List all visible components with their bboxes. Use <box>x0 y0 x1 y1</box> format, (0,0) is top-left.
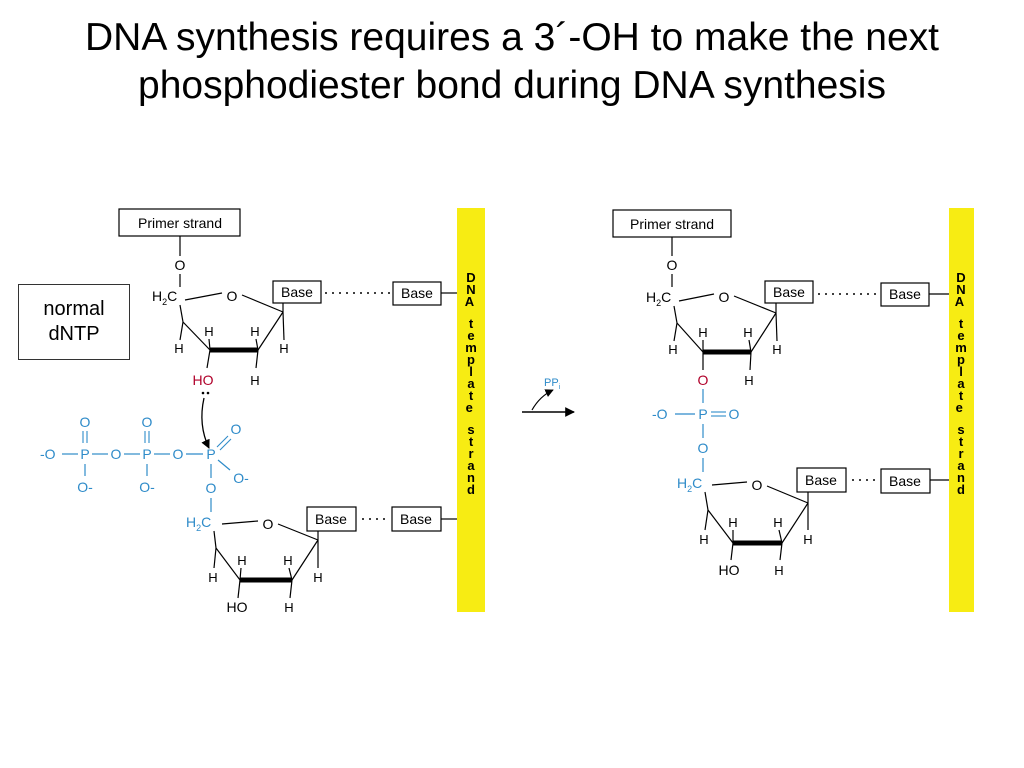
atom-h-7-right: H <box>728 515 737 530</box>
atom-h-7-left: H <box>237 553 246 568</box>
atom-h-5-left: H <box>250 373 259 388</box>
template-base-box-lower-right <box>880 468 931 494</box>
template-base-label-upper-right: Base <box>889 286 921 302</box>
nucleophilic-attack-arrow <box>201 397 210 449</box>
template-base-box-lower-left <box>391 506 442 532</box>
alpha-bridge-o: O <box>206 480 217 496</box>
pyrophosphate-label: PPi <box>544 377 561 391</box>
incoming-triphosphate: -O P O P O P O O O- O- O <box>40 414 249 533</box>
phosphate-alpha: P <box>206 446 215 462</box>
primer-strand-label-left: Primer strand <box>138 215 222 231</box>
template-strand-bar-left <box>457 208 485 612</box>
atom-h-5-right: H <box>744 373 753 388</box>
atom-h-8-left: H <box>283 553 292 568</box>
atom-h-6-right: H <box>699 532 708 547</box>
callout-line-2: dNTP <box>48 323 100 345</box>
alpha-oxo: O <box>231 421 242 437</box>
bridge-o-2: O <box>173 446 184 462</box>
phosphate-right: P <box>698 406 707 422</box>
three-prime-hydroxyl-right: HO <box>719 562 740 578</box>
atom-h-8-right: H <box>773 515 782 530</box>
atom-h-9-right: H <box>803 532 812 547</box>
beta-o-minus: O- <box>139 479 155 495</box>
three-prime-hydroxyl-lower-left: HO <box>227 599 248 615</box>
template-base-label-lower-left: Base <box>400 511 432 527</box>
atom-h-2-right: H <box>698 325 707 340</box>
h2c-label-upper-left: H2C <box>152 288 177 307</box>
title-line-1: DNA synthesis requires a 3´-OH to make t… <box>84 16 940 59</box>
atom-h-1-left: H <box>174 341 183 356</box>
phosphate-gamma: P <box>80 446 89 462</box>
h2c-label-lower-right: H2C <box>677 475 702 494</box>
alpha-o-minus: O- <box>233 470 249 486</box>
h2c-label-upper-right: H2C <box>646 289 671 308</box>
beta-oxo: O <box>142 414 153 430</box>
base-box-upper-left <box>272 280 322 304</box>
phosphate-beta: P <box>142 446 151 462</box>
phosphate-oxo-right: O <box>729 406 740 422</box>
atom-h-10-right: H <box>774 563 783 578</box>
template-strand-bar-right <box>949 208 974 612</box>
base-label-upper-left: Base <box>281 284 313 300</box>
base-label-upper-right: Base <box>773 284 805 300</box>
phosphate-o-minus-right: -O <box>652 406 668 422</box>
new-phosphodiester-bond: -O P O O H2C <box>652 389 740 494</box>
template-base-label-upper-left: Base <box>401 285 433 301</box>
atom-h-2-left: H <box>204 324 213 339</box>
bridging-oxygen-right: O <box>698 372 709 388</box>
ring-oxygen-lower-left: O <box>263 516 274 532</box>
ring-oxygen-upper-right: O <box>719 289 730 305</box>
ring-oxygen-upper-left: O <box>227 288 238 304</box>
terminal-o-minus: -O <box>40 446 56 462</box>
normal-dntp-callout: normal dNTP <box>18 284 130 360</box>
title-line-2: phosphodiester bond during DNA synthesis <box>138 64 886 107</box>
atom-h-4-left: H <box>279 341 288 356</box>
base-label-lower-right: Base <box>805 472 837 488</box>
atom-h-3-right: H <box>743 325 752 340</box>
ring-oxygen-lower-right: O <box>752 477 763 493</box>
phosphate-bridge-o-right: O <box>698 440 709 456</box>
base-box-lower-left <box>306 506 357 532</box>
primer-strand-label-right: Primer strand <box>630 216 714 232</box>
atom-o-primer-left: O <box>175 257 186 273</box>
gamma-o-minus: O- <box>77 479 93 495</box>
atom-h-3-left: H <box>250 324 259 339</box>
atom-h-4-right: H <box>772 342 781 357</box>
base-box-lower-right <box>796 467 847 493</box>
reaction-arrow-group: PPi <box>522 377 575 417</box>
template-base-label-lower-right: Base <box>889 473 921 489</box>
base-label-lower-left: Base <box>315 511 347 527</box>
base-box-upper-right <box>764 280 814 304</box>
atom-h-6-left: H <box>208 570 217 585</box>
atom-h-10-left: H <box>284 600 293 615</box>
atom-o-primer-right: O <box>667 257 678 273</box>
atom-h-1-right: H <box>668 342 677 357</box>
three-prime-hydroxyl-left: HO <box>193 372 214 388</box>
slide-title: DNA synthesis requires a 3´-OH to make t… <box>0 14 1024 110</box>
byproduct-release-arrow <box>531 389 554 411</box>
gamma-oxo: O <box>80 414 91 430</box>
h2c-label-lower-left: H2C <box>186 514 211 533</box>
primer-strand-box-left <box>118 208 241 237</box>
atom-h-9-left: H <box>313 570 322 585</box>
bridge-o-1: O <box>111 446 122 462</box>
callout-line-1: normal <box>43 298 105 320</box>
